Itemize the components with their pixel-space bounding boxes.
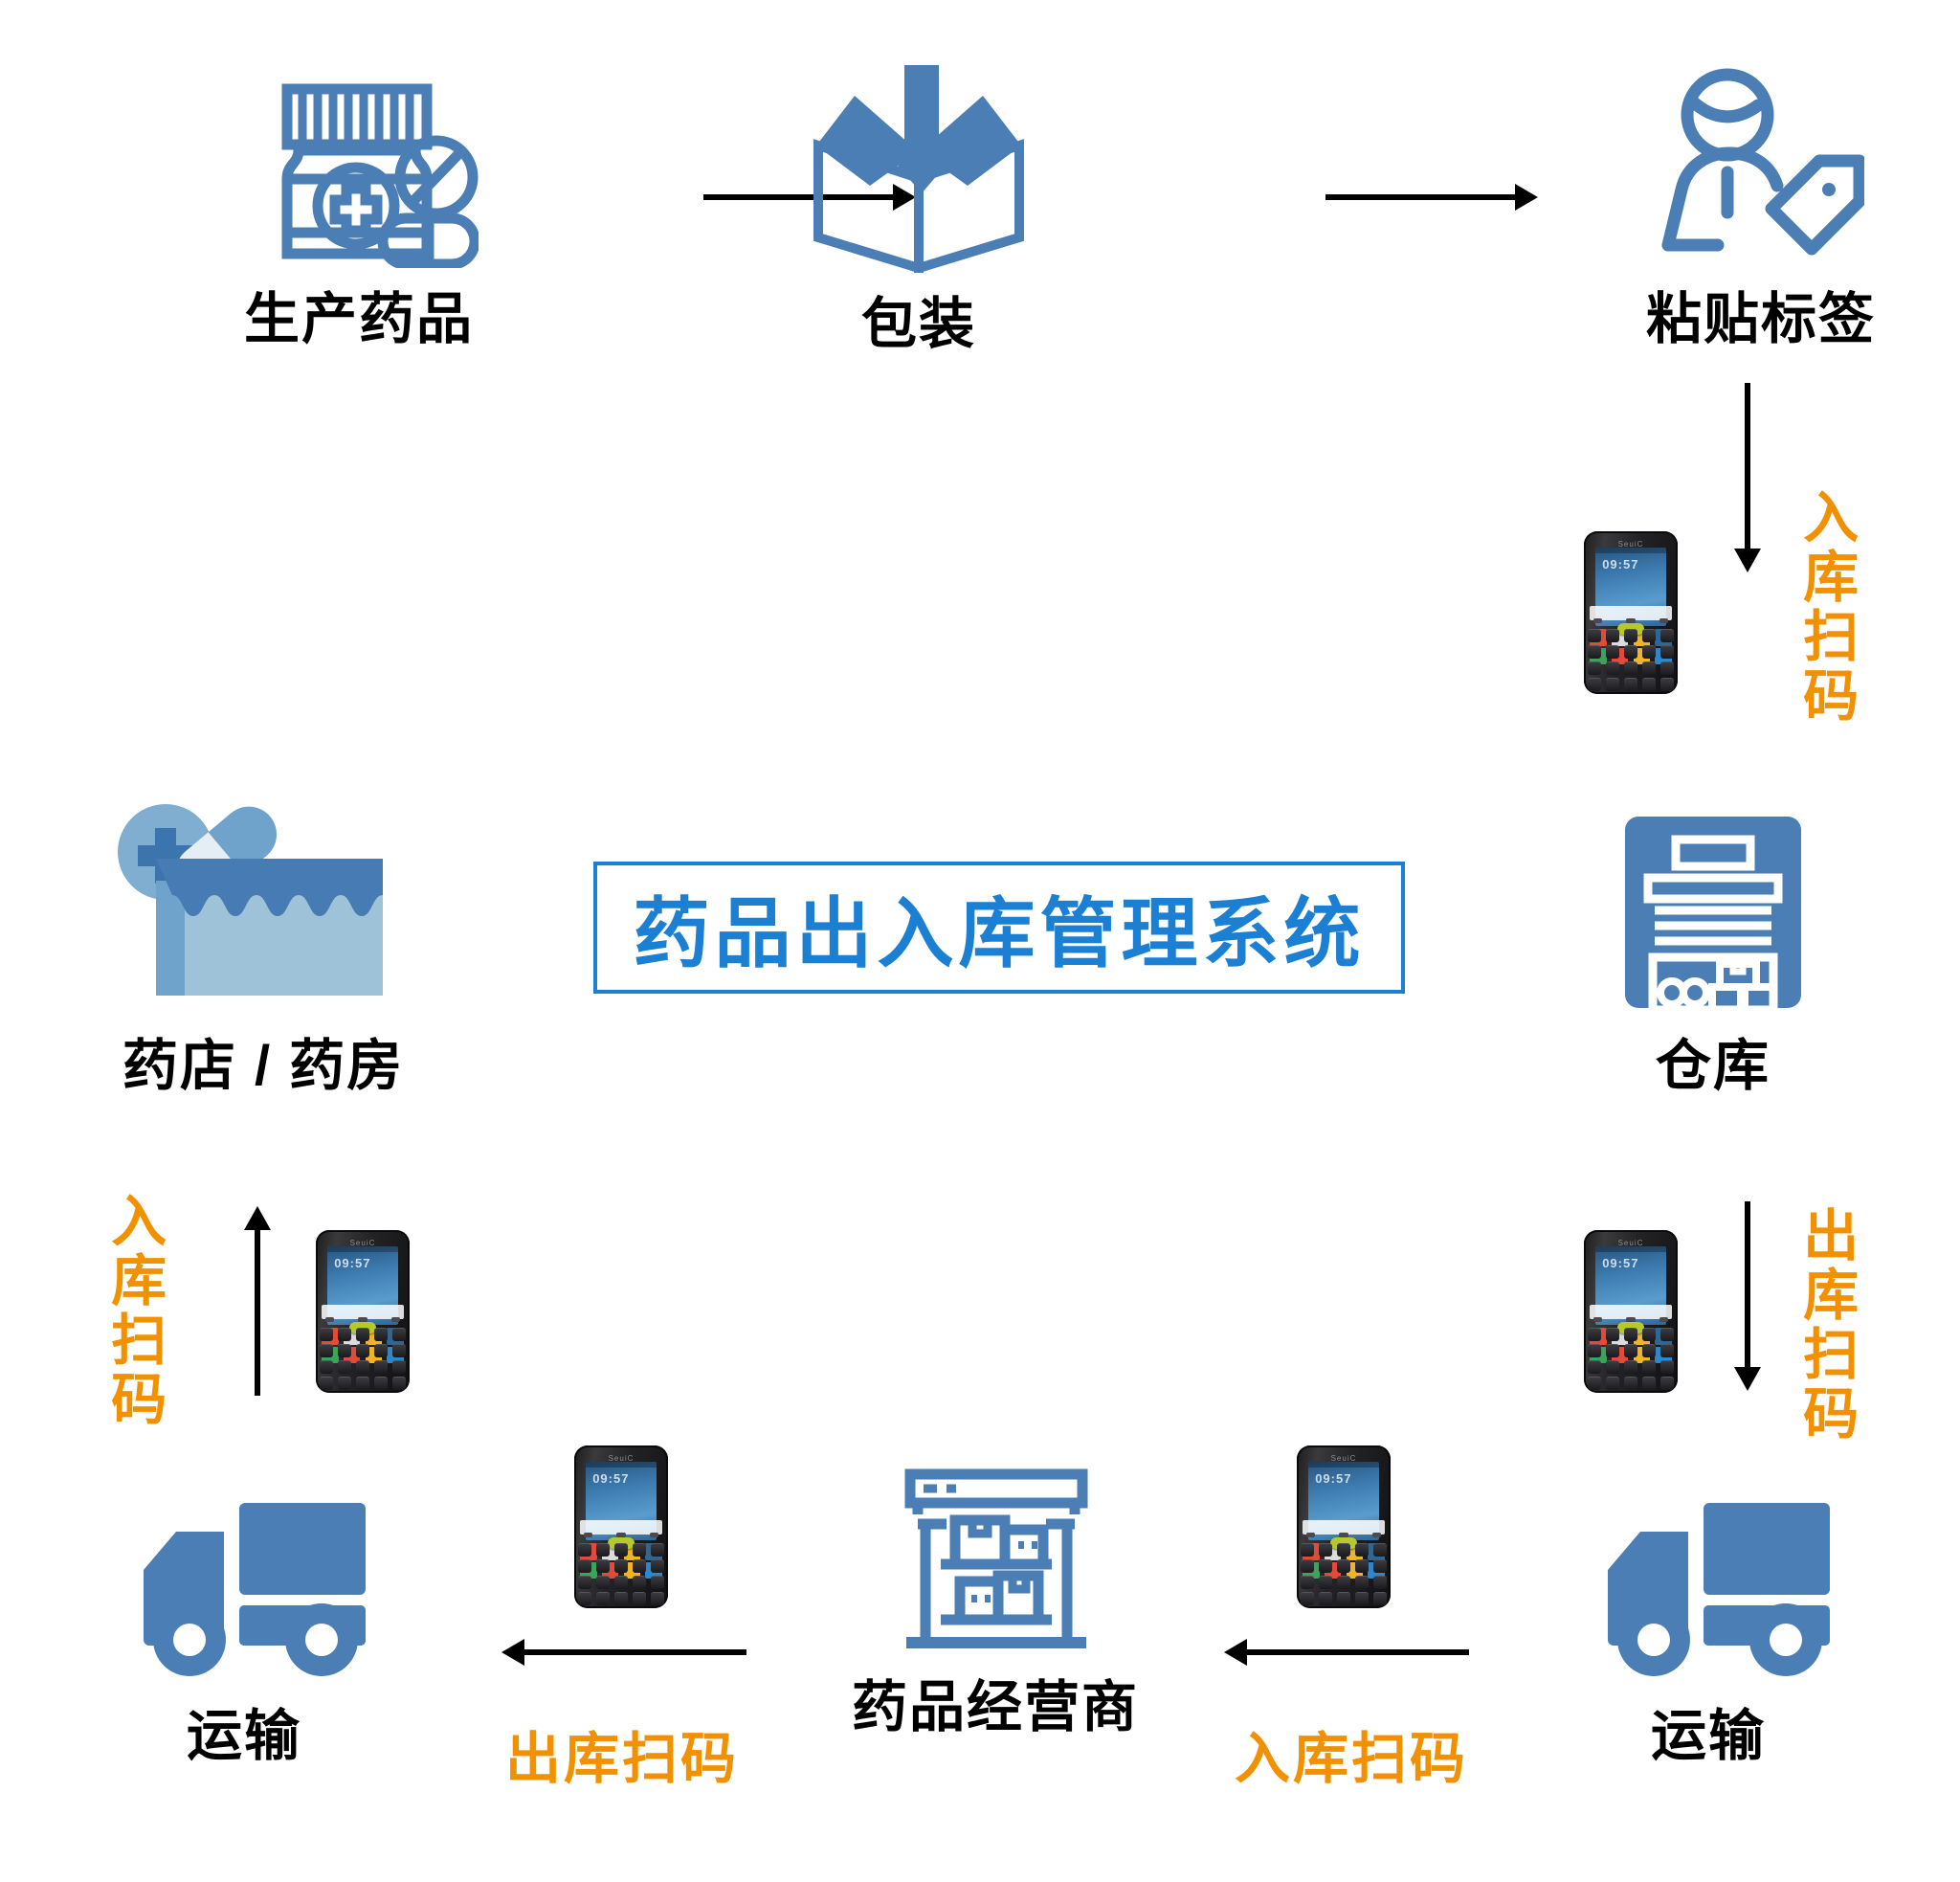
pda-scan-button[interactable] [608, 1537, 635, 1549]
arrow-packaging-to-label [1325, 177, 1541, 222]
pda-brand-label: SeuiC [1617, 539, 1644, 549]
pda-clock: 09:57 [1602, 1256, 1639, 1271]
pda-nav-row [1592, 1316, 1669, 1323]
node-label: 运输 [1650, 1705, 1766, 1767]
scan-step-outbound-warehouse: 出库扫码 [1794, 1206, 1858, 1444]
pda-body: SeuiC 09:57 [1584, 1230, 1678, 1393]
scan-step-inbound-distributor: 入库扫码 [1235, 1728, 1469, 1790]
pda-nav-row [583, 1532, 659, 1538]
page-title: 药品出入库管理系统 [633, 891, 1366, 976]
pda-scan-button[interactable] [1617, 623, 1644, 635]
pda-brand-label: SeuiC [1617, 1238, 1644, 1247]
pda-clock: 09:57 [1315, 1471, 1352, 1487]
arrow-transport-to-distributor [1220, 1632, 1469, 1677]
pda-scan-button[interactable] [1330, 1537, 1357, 1549]
pda-keypad[interactable] [1587, 1328, 1675, 1390]
node-label: 药品经营商 [851, 1676, 1139, 1738]
node-transport-right: 运输 [1570, 1479, 1847, 1771]
arrow-warehouse-to-transport [1727, 1201, 1768, 1398]
pda-search-bar [1589, 606, 1673, 621]
shelf-boxes-icon [883, 1465, 1108, 1656]
pda-scanner-inbound-pharmacy[interactable]: SeuiC 09:57 [316, 1230, 410, 1393]
node-label: 运输 [186, 1705, 301, 1767]
warehouse-icon [1613, 809, 1814, 1015]
arrow-label-to-warehouse [1727, 383, 1768, 579]
pda-scanner-inbound-warehouse[interactable]: SeuiC 09:57 [1584, 531, 1678, 694]
pda-scanner-outbound-warehouse[interactable]: SeuiC 09:57 [1584, 1230, 1678, 1393]
arrow-produce-to-packaging [703, 177, 919, 222]
pda-body: SeuiC 09:57 [574, 1445, 668, 1608]
pda-nav-row [324, 1316, 401, 1323]
pda-keypad[interactable] [1587, 629, 1675, 691]
arrow-transport-to-pharmacy [237, 1199, 278, 1400]
node-attach-label: 粘贴标签 [1574, 67, 1948, 354]
pharmacy-store-icon [110, 799, 416, 1015]
node-label: 粘贴标签 [1645, 288, 1876, 350]
node-label: 生产药品 [243, 288, 474, 350]
pda-brand-label: SeuiC [349, 1238, 376, 1247]
pda-statusbar [585, 1462, 657, 1468]
pda-search-bar [1302, 1520, 1386, 1535]
pda-search-bar [321, 1305, 405, 1320]
pda-scanner-inbound-distributor[interactable]: SeuiC 09:57 [1297, 1445, 1391, 1608]
pda-search-bar [579, 1520, 663, 1535]
node-label: 包装 [860, 293, 976, 355]
pda-body: SeuiC 09:57 [1584, 531, 1678, 694]
arrow-distributor-to-transport [498, 1632, 746, 1677]
pda-brand-label: SeuiC [608, 1453, 635, 1463]
pda-keypad[interactable] [577, 1543, 665, 1605]
node-label: 药店 / 药房 [122, 1035, 405, 1097]
system-title-box: 药品出入库管理系统 [593, 862, 1405, 994]
pda-keypad[interactable] [1300, 1543, 1388, 1605]
pda-statusbar [1307, 1462, 1380, 1468]
scan-step-inbound-warehouse: 入库扫码 [1794, 488, 1858, 726]
pda-brand-label: SeuiC [1330, 1453, 1357, 1463]
pda-statusbar [326, 1246, 399, 1252]
truck-icon [1579, 1479, 1838, 1685]
pda-scan-button[interactable] [1617, 1322, 1644, 1333]
open-box-icon [799, 57, 1038, 273]
pda-statusbar [1594, 1246, 1667, 1252]
pda-scanner-outbound-distributor[interactable]: SeuiC 09:57 [574, 1445, 668, 1608]
pda-clock: 09:57 [1602, 557, 1639, 572]
node-pharmacy: 药店 / 药房 [81, 799, 445, 1101]
scan-step-inbound-pharmacy: 入库扫码 [102, 1192, 166, 1429]
pda-scan-button[interactable] [349, 1322, 376, 1333]
pda-body: SeuiC 09:57 [316, 1230, 410, 1393]
pda-statusbar [1594, 548, 1667, 553]
node-packaging: 包装 [708, 57, 1129, 359]
pda-nav-row [1305, 1532, 1382, 1538]
node-warehouse: 仓库 [1570, 809, 1857, 1101]
node-distributor: 药品经营商 [842, 1465, 1148, 1742]
pda-keypad[interactable] [319, 1328, 407, 1390]
pda-nav-row [1592, 617, 1669, 624]
pda-clock: 09:57 [334, 1256, 371, 1271]
truck-icon [115, 1479, 373, 1685]
pda-body: SeuiC 09:57 [1297, 1445, 1391, 1608]
pda-clock: 09:57 [592, 1471, 630, 1487]
node-label: 仓库 [1655, 1035, 1771, 1097]
person-tag-icon [1659, 67, 1864, 268]
scan-step-outbound-distributor: 出库扫码 [505, 1728, 740, 1790]
node-produce-medicine: 生产药品 [196, 62, 522, 354]
node-transport-left: 运输 [105, 1479, 383, 1771]
medicine-bottle-icon [239, 62, 479, 268]
pda-search-bar [1589, 1305, 1673, 1320]
